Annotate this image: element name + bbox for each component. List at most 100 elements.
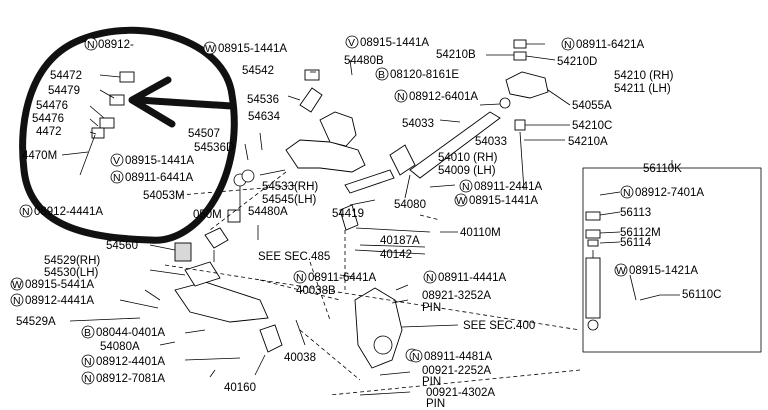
part-label: 08912-4441A <box>25 295 94 307</box>
part-label: 54529A <box>16 316 56 328</box>
part-label: 54507 <box>188 128 220 140</box>
prefix-n-icon: N <box>10 293 24 307</box>
part-label: 40187A <box>380 235 420 247</box>
bump-stop <box>174 242 192 262</box>
part-label: 56110C <box>682 289 721 301</box>
part-label: 54480B <box>344 55 384 67</box>
svg-text:N: N <box>113 172 121 184</box>
shock-bolt <box>639 294 661 301</box>
right-bushing-1 <box>513 39 527 49</box>
svg-text:N: N <box>84 373 92 385</box>
part-label: 54053M <box>143 190 185 202</box>
part-label: 08912-4401A <box>96 356 165 368</box>
part-label: 08911-2441A <box>474 181 543 193</box>
part-label: 54560 <box>106 240 138 252</box>
prefix-n-icon: N <box>561 37 575 51</box>
part-label: 08912- <box>98 39 134 51</box>
svg-text:W: W <box>456 195 466 207</box>
svg-text:B: B <box>378 69 385 81</box>
part-label: SEE SEC.485 <box>258 251 330 263</box>
hand-annotation <box>19 26 238 244</box>
part-label: 54210A <box>568 136 608 148</box>
ball-joint-shape <box>259 324 283 353</box>
part-label: PIN <box>422 302 441 314</box>
part-label: 54472 <box>50 70 82 82</box>
labels-layer: 08912- 08915-1441A 08915-1441A 54210B 08… <box>16 37 721 410</box>
prefix-n-icon: N <box>84 37 98 51</box>
right-nut <box>514 119 526 131</box>
prefix-symbols: N W V N B N V N N W N N W N N W N B N N … <box>10 35 634 385</box>
prefix-v-icon: V <box>345 35 359 49</box>
svg-text:B: B <box>84 327 91 339</box>
part-label: 08912-6401A <box>409 91 478 103</box>
prefix-v-icon: V <box>110 153 124 167</box>
torsion-bar-shape <box>409 111 501 179</box>
knuckle-shape <box>354 287 403 369</box>
part-label: 54033 <box>475 136 507 148</box>
prefix-w-icon: W <box>203 41 217 55</box>
bracket-b-shape <box>304 69 320 81</box>
part-label: 54009 (LH) <box>438 165 496 177</box>
part-label: 54480A <box>248 206 288 218</box>
prefix-n-icon: N <box>19 204 33 218</box>
upper-link-shape <box>285 139 366 173</box>
part-label: 54033 <box>402 118 434 130</box>
part-label: 08915-1441A <box>125 155 194 167</box>
part-label: PIN <box>422 376 441 388</box>
part-label: 08912-4441A <box>34 206 103 218</box>
prefix-n-icon: N <box>110 170 124 184</box>
prefix-n-icon: N <box>81 371 95 385</box>
right-bolt <box>519 131 525 191</box>
svg-text:N: N <box>397 91 405 103</box>
part-label: 08911-4481A <box>424 351 493 363</box>
part-label: 54210D <box>557 56 597 68</box>
part-label: 54479 <box>48 85 80 97</box>
part-label: 40038 <box>284 352 316 364</box>
prefix-n-icon: N <box>293 270 307 284</box>
svg-text:N: N <box>564 39 572 51</box>
part-label: 08911-6421A <box>576 39 645 51</box>
part-label: 54536D <box>194 142 234 154</box>
part-label: 4470M <box>22 150 57 162</box>
hub-circle <box>373 335 393 355</box>
lower-arm-bracket <box>184 261 221 287</box>
part-label: 08120-8161E <box>390 69 459 81</box>
part-label: 050M <box>193 209 222 221</box>
svg-text:N: N <box>87 39 95 51</box>
part-label: 08915-5441A <box>25 279 94 291</box>
svg-text:V: V <box>348 37 355 49</box>
part-label: 54476 <box>32 113 64 125</box>
part-label: 54055A <box>572 100 612 112</box>
part-label: 08915-1421A <box>629 265 698 277</box>
part-label: 4472 <box>36 126 62 138</box>
svg-text:N: N <box>412 351 420 363</box>
leader-lines <box>61 43 680 396</box>
prefix-w-icon: W <box>10 277 24 291</box>
part-label: 54419 <box>332 208 364 220</box>
lower-arm-shape <box>174 281 269 323</box>
prefix-n-icon: N <box>459 179 473 193</box>
part-label: 54533(RH) <box>262 181 318 193</box>
part-label: 40038B <box>296 285 336 297</box>
svg-text:W: W <box>616 265 626 277</box>
part-label: 54545(LH) <box>262 194 317 206</box>
part-label: 08044-0401A <box>96 327 165 339</box>
upper-ball-joint <box>339 204 359 231</box>
parts-layer <box>79 39 762 369</box>
svg-text:N: N <box>84 356 92 368</box>
part-label: 08911-6441A <box>125 172 194 184</box>
mount-shape <box>204 227 229 249</box>
part-label: 00921-4302A <box>426 387 495 399</box>
part-label: 08911-4441A <box>438 272 507 284</box>
prefix-w-icon: W <box>614 263 628 277</box>
part-label: 54211 (LH) <box>614 83 671 95</box>
stack-1 <box>119 71 135 83</box>
part-label: 54530(LH) <box>44 267 99 279</box>
part-label: 54476 <box>36 100 68 112</box>
part-label: 54080A <box>100 341 140 353</box>
part-label: 56110K <box>643 163 682 175</box>
shock-mount-2 <box>585 229 601 239</box>
part-label: 56112M <box>620 227 661 239</box>
part-label: 40110M <box>460 227 501 239</box>
annotation-arrow-shaft <box>136 96 236 110</box>
